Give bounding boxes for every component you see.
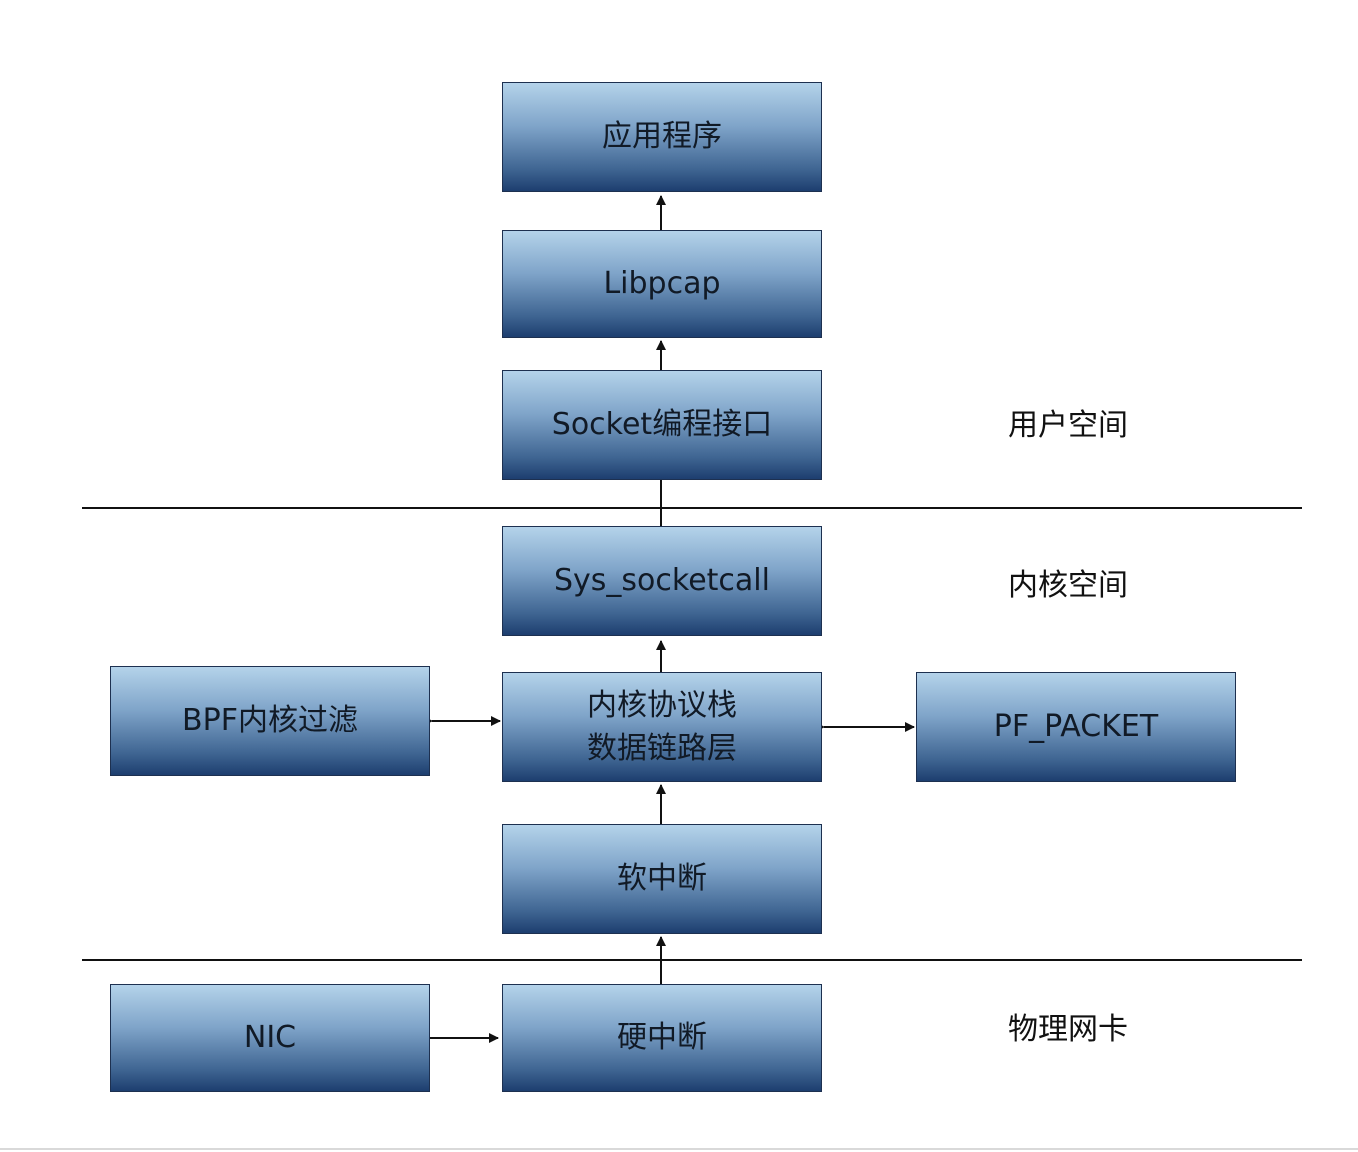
node-soft-interrupt-label: 软中断	[617, 861, 707, 897]
node-nic-label: NIC	[243, 1020, 297, 1056]
node-socket-api-label: Socket编程接口	[551, 407, 773, 443]
node-pf-packet-label: PF_PACKET	[993, 709, 1159, 745]
node-hard-interrupt: 硬中断	[502, 984, 822, 1092]
zone-label-user-space: 用户空间	[1008, 408, 1128, 443]
node-sys-socketcall: Sys_socketcall	[502, 526, 822, 636]
page-bottom-border	[0, 1148, 1358, 1150]
node-kernel-stack-line2: 数据链路层	[587, 731, 737, 766]
node-application: 应用程序	[502, 82, 822, 192]
node-kernel-stack: 内核协议栈 数据链路层	[502, 672, 822, 782]
node-bpf-filter: BPF内核过滤	[110, 666, 430, 776]
node-socket-api: Socket编程接口	[502, 370, 822, 480]
node-bpf-filter-label: BPF内核过滤	[182, 703, 358, 739]
node-libpcap: Libpcap	[502, 230, 822, 338]
node-application-label: 应用程序	[602, 119, 722, 155]
node-soft-interrupt: 软中断	[502, 824, 822, 934]
node-sys-socketcall-label: Sys_socketcall	[554, 563, 770, 599]
node-nic: NIC	[110, 984, 430, 1092]
zone-label-physical-nic: 物理网卡	[1008, 1012, 1128, 1047]
node-kernel-stack-line1: 内核协议栈	[587, 687, 737, 723]
node-pf-packet: PF_PACKET	[916, 672, 1236, 782]
node-hard-interrupt-label: 硬中断	[617, 1020, 707, 1056]
zone-label-kernel-space: 内核空间	[1008, 568, 1128, 603]
node-libpcap-label: Libpcap	[603, 266, 721, 302]
